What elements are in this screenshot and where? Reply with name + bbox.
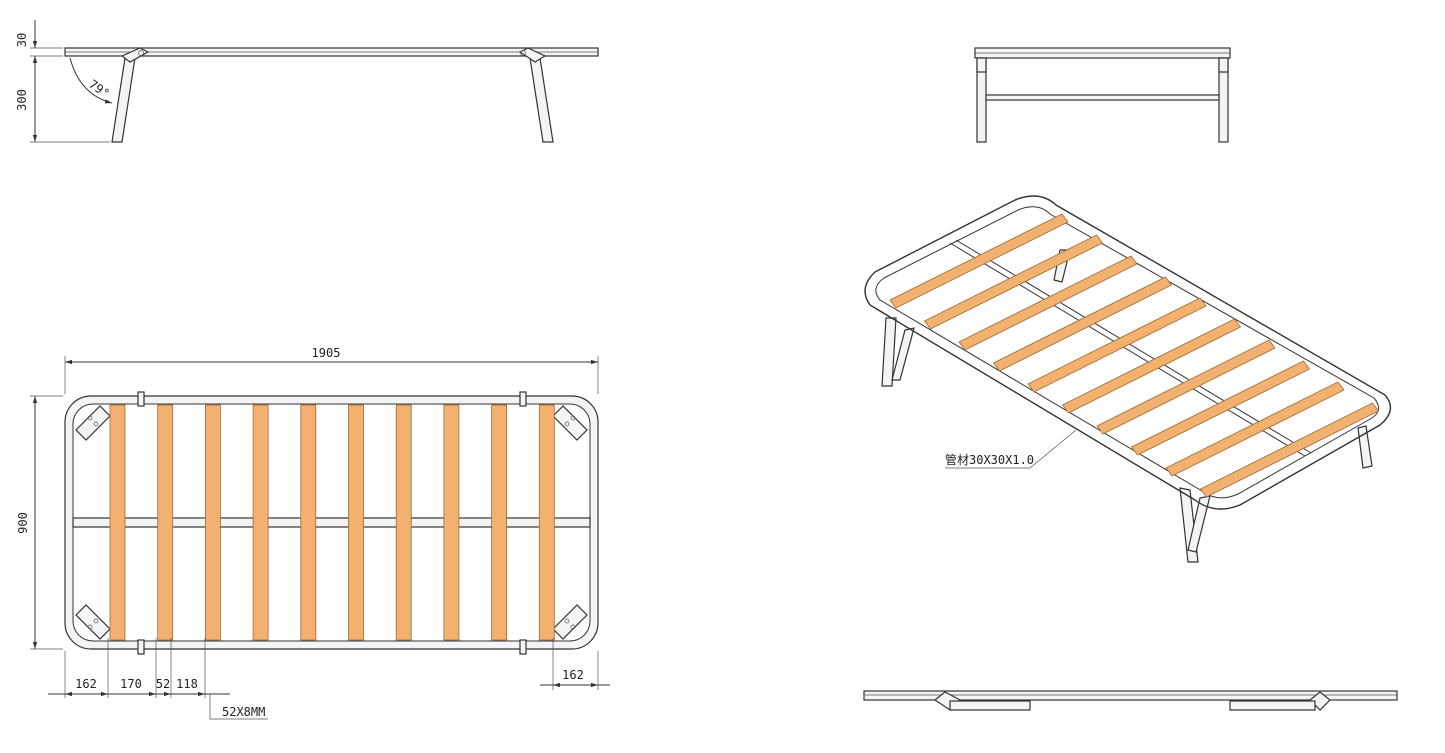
- top-slat: [538, 404, 555, 641]
- iso-view: 管材30X30X1.0: [864, 195, 1392, 563]
- tube-callout: 管材30X30X1.0: [945, 452, 1034, 467]
- top-slat: [300, 404, 317, 641]
- side-left-leg: [111, 47, 150, 143]
- iso-slat: [923, 234, 1104, 330]
- right-dimension: 162: [540, 638, 610, 690]
- iso-slat: [1199, 402, 1380, 498]
- top-slat: [443, 404, 460, 641]
- top-slat: [204, 404, 221, 641]
- iso-legs: [881, 249, 1373, 563]
- bottom-right-leg-folded: [1229, 691, 1331, 711]
- dim-bottom-2: 170: [120, 677, 142, 691]
- side-angle-label: 79°: [86, 77, 112, 101]
- iso-slat: [992, 276, 1173, 372]
- iso-outer-frame: [864, 195, 1392, 510]
- top-slat: [348, 404, 364, 641]
- dim-bottom-3: 52: [156, 677, 170, 691]
- iso-slat: [1061, 318, 1242, 414]
- center-support-bar: [72, 517, 591, 528]
- top-slat: [491, 404, 508, 641]
- side-dim-height: 300: [15, 89, 29, 111]
- dim-bottom-4: 118: [176, 677, 198, 691]
- iso-slats: [889, 213, 1380, 498]
- top-dim-width: 900: [16, 512, 30, 534]
- top-slats: [109, 404, 555, 641]
- iso-slat: [1027, 297, 1207, 393]
- top-slat: [252, 404, 269, 641]
- top-view: 1905 900 162 170 52 118 52X8MM: [16, 346, 610, 720]
- dim-right: 162: [562, 668, 584, 682]
- iso-slat: [958, 255, 1138, 351]
- iso-slat: [1165, 381, 1345, 477]
- iso-slat: [1130, 360, 1311, 456]
- iso-slat: [889, 213, 1069, 309]
- top-slat: [395, 404, 412, 641]
- top-dim-length: 1905: [312, 346, 341, 360]
- dim-bottom-1: 162: [75, 677, 97, 691]
- side-right-leg: [518, 47, 554, 143]
- corner-brackets: [75, 405, 588, 640]
- bottom-view: [863, 690, 1398, 711]
- top-slat: [109, 404, 126, 641]
- side-view: 30 300 79°: [15, 20, 599, 143]
- iso-inner-frame: [875, 206, 1379, 499]
- bottom-left-leg-folded: [933, 691, 1031, 711]
- slat-callout: 52X8MM: [222, 705, 265, 719]
- bottom-dimension-chain: 162 170 52 118 52X8MM: [48, 638, 268, 720]
- top-slat: [157, 404, 174, 641]
- bottom-frame-rail: [863, 690, 1398, 701]
- end-view: [974, 47, 1231, 143]
- side-dim-top: 30: [15, 33, 29, 47]
- iso-slat: [1096, 339, 1276, 435]
